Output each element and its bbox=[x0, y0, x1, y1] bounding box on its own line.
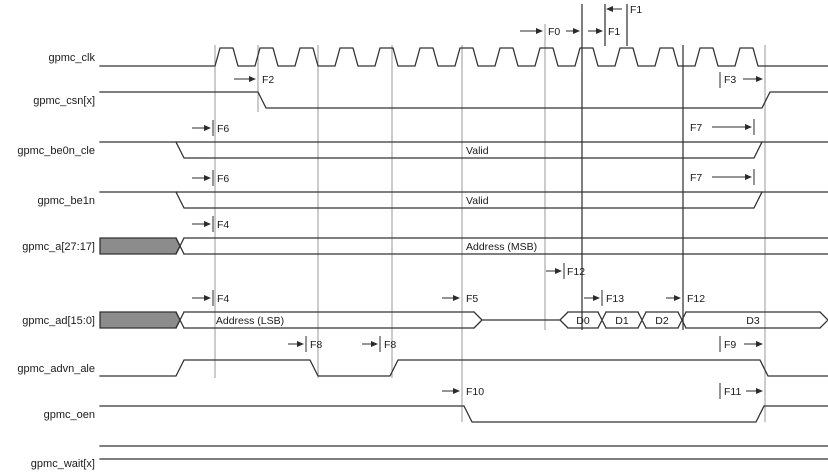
ad-bus-invalid-block bbox=[99, 311, 181, 329]
a-bus-invalid-block bbox=[99, 237, 181, 255]
annotation-f6-be1n: F6 bbox=[217, 173, 229, 185]
arrowhead-right-icon bbox=[297, 341, 304, 347]
signal-label-gpmc-oen: gpmc_oen bbox=[44, 409, 95, 421]
annotation-f1-low: F1 bbox=[608, 26, 620, 38]
waveform-gpmc-csn bbox=[99, 91, 828, 109]
signal-label-gpmc-csn: gpmc_csn[x] bbox=[33, 95, 95, 107]
arrowhead-right-icon bbox=[756, 76, 763, 82]
annotation-f11: F11 bbox=[724, 386, 741, 398]
waveform-gpmc-a bbox=[175, 237, 828, 255]
arrowhead-right-icon bbox=[371, 341, 378, 347]
arrowhead-right-icon bbox=[745, 174, 752, 180]
waveform-gpmc-wait bbox=[99, 445, 828, 460]
arrowhead-right-icon bbox=[596, 28, 603, 34]
annotation-f12-setup: F12 bbox=[567, 266, 585, 278]
annotation-f3: F3 bbox=[724, 74, 736, 86]
annotation-f4-a: F4 bbox=[217, 219, 229, 231]
arrowhead-right-icon bbox=[756, 388, 763, 394]
measurement-ticks bbox=[212, 72, 755, 399]
arrowhead-right-icon bbox=[745, 124, 752, 130]
bus-value-be1n-valid: Valid bbox=[466, 195, 489, 207]
arrowhead-right-icon bbox=[573, 28, 580, 34]
signal-label-gpmc-be1n: gpmc_be1n bbox=[38, 195, 96, 207]
arrowhead-right-icon bbox=[204, 221, 211, 227]
annotation-f2: F2 bbox=[262, 74, 274, 86]
waveform-gpmc-be0n-cle-bottom bbox=[175, 141, 763, 159]
annotation-f6-be0n: F6 bbox=[217, 123, 229, 135]
waveforms bbox=[99, 47, 828, 460]
waveform-gpmc-ad bbox=[175, 311, 828, 329]
annotation-f7-be0n: F7 bbox=[690, 122, 702, 134]
arrowhead-right-icon bbox=[536, 28, 543, 34]
annotation-f13: F13 bbox=[606, 293, 624, 305]
annotation-f4-ad: F4 bbox=[217, 293, 229, 305]
arrowhead-right-icon bbox=[453, 295, 460, 301]
bus-value-be0n-valid: Valid bbox=[466, 145, 489, 157]
measurement-arrows bbox=[192, 6, 763, 394]
annotation-f7-be1n: F7 bbox=[690, 172, 702, 184]
annotation-f5: F5 bbox=[466, 293, 478, 305]
annotation-f9: F9 bbox=[724, 339, 736, 351]
arrowhead-left-icon bbox=[606, 6, 613, 12]
arrowhead-right-icon bbox=[453, 388, 460, 394]
signal-label-gpmc-advn-ale: gpmc_advn_ale bbox=[17, 363, 95, 375]
signal-label-gpmc-a: gpmc_a[27:17] bbox=[22, 241, 95, 253]
arrowhead-right-icon bbox=[756, 341, 763, 347]
arrowhead-right-icon bbox=[555, 268, 562, 274]
annotation-f1-high: F1 bbox=[630, 4, 642, 16]
arrowhead-right-icon bbox=[204, 295, 211, 301]
signal-label-gpmc-clk: gpmc_clk bbox=[49, 52, 96, 64]
annotation-f10: F10 bbox=[466, 386, 484, 398]
arrowhead-right-icon bbox=[249, 76, 256, 82]
bus-value-d1: D1 bbox=[615, 315, 629, 327]
emphasis-guides bbox=[581, 4, 684, 330]
annotation-f0: F0 bbox=[548, 26, 560, 38]
annotation-f8-first: F8 bbox=[310, 339, 322, 351]
waveform-gpmc-clk bbox=[99, 47, 828, 67]
waveform-gpmc-advn-ale bbox=[99, 359, 828, 377]
signal-labels: gpmc_clk gpmc_csn[x] gpmc_be0n_cle gpmc_… bbox=[17, 52, 95, 470]
arrowhead-right-icon bbox=[204, 125, 211, 131]
arrowhead-right-icon bbox=[593, 295, 600, 301]
annotation-f8-second: F8 bbox=[384, 339, 396, 351]
signal-label-gpmc-be0n-cle: gpmc_be0n_cle bbox=[17, 145, 95, 157]
bus-value-labels: Valid Valid Address (MSB) Address (LSB) … bbox=[216, 145, 760, 327]
arrowhead-right-icon bbox=[674, 295, 681, 301]
annotation-f12-hold: F12 bbox=[687, 293, 705, 305]
waveform-gpmc-be1n-bottom bbox=[175, 191, 763, 209]
arrowhead-right-icon bbox=[204, 175, 211, 181]
waveform-gpmc-oen bbox=[99, 405, 828, 423]
signal-label-gpmc-ad: gpmc_ad[15:0] bbox=[22, 315, 95, 327]
timing-parameter-labels: F1 F0 F1 F2 F3 F6 F7 F6 F7 F4 F12 F4 F5 … bbox=[217, 4, 741, 398]
bus-value-d2: D2 bbox=[655, 315, 669, 327]
bus-value-d0: D0 bbox=[576, 315, 590, 327]
bus-value-address-lsb: Address (LSB) bbox=[216, 315, 284, 327]
bus-value-address-msb: Address (MSB) bbox=[466, 241, 537, 253]
signal-label-gpmc-wait: gpmc_wait[x] bbox=[31, 458, 95, 470]
bus-value-d3: D3 bbox=[746, 315, 760, 327]
